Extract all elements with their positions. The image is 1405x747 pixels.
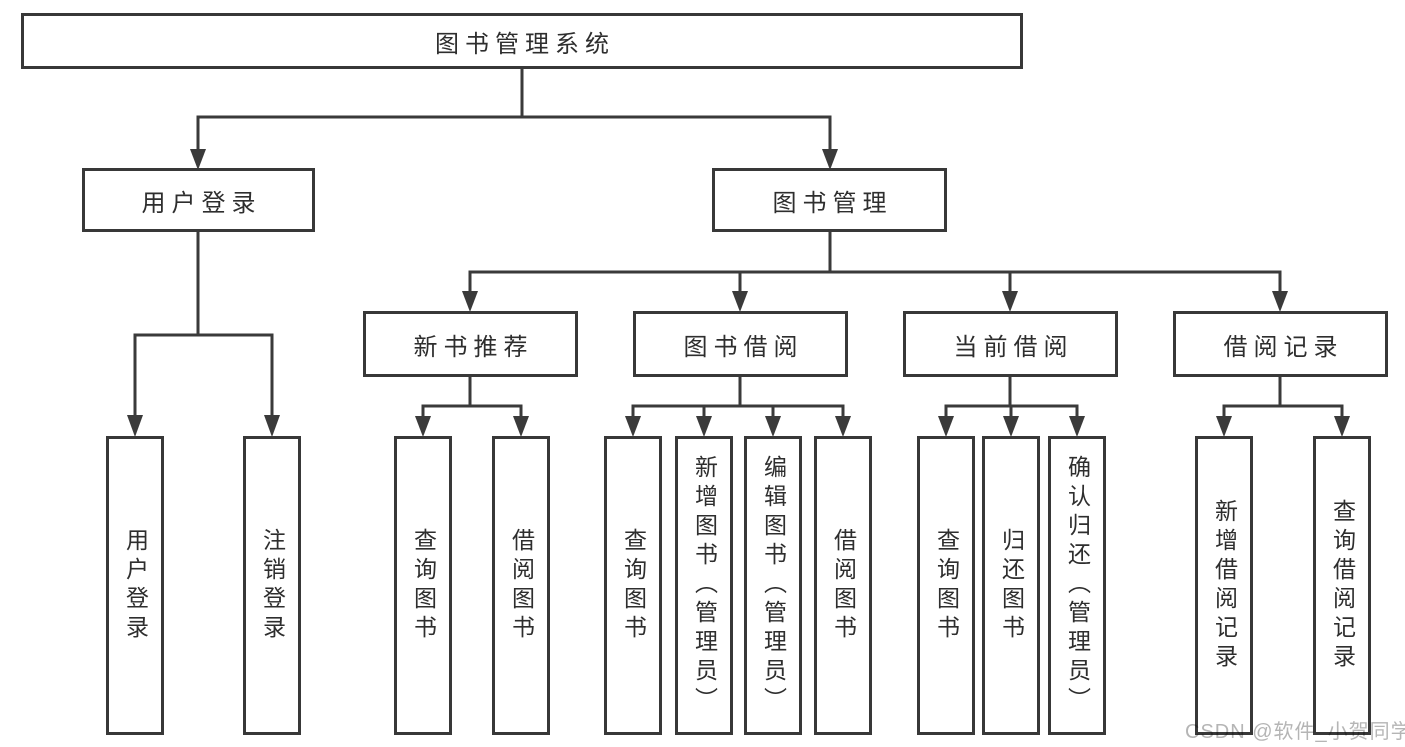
node-borrowing-records: 借阅记录 <box>1173 311 1388 377</box>
leaf-current-return-books-label: 归还图书 <box>998 527 1025 644</box>
connector-userlogin-to-leaves <box>133 230 274 418</box>
node-book-management-label: 图书管理 <box>772 189 893 217</box>
node-borrowing-records-label: 借阅记录 <box>1223 333 1344 361</box>
node-new-book-recommend-label: 新书推荐 <box>413 333 534 361</box>
leaf-logout: 注销登录 <box>243 436 301 735</box>
node-book-borrowing-label: 图书借阅 <box>683 333 804 361</box>
node-root-system: 图书管理系统 <box>21 13 1023 69</box>
connector-borrow-to-leaves <box>631 375 845 419</box>
leaf-records-query-record: 查询借阅记录 <box>1313 436 1371 735</box>
leaf-borrow-add-books-admin-label: 新增图书（管理员） <box>691 455 718 716</box>
csdn-watermark: CSDN @软件_小贺同学 <box>1185 721 1405 743</box>
connector-current-to-leaves <box>944 375 1079 419</box>
leaf-records-add-record-label: 新增借阅记录 <box>1211 498 1238 673</box>
leaf-borrow-borrow-books: 借阅图书 <box>814 436 872 735</box>
connector-bookmgmt-to-level3 <box>468 230 1282 294</box>
node-book-borrowing: 图书借阅 <box>633 311 848 377</box>
leaf-user-login-label: 用户登录 <box>122 527 149 644</box>
node-new-book-recommend: 新书推荐 <box>363 311 578 377</box>
leaf-records-add-record: 新增借阅记录 <box>1195 436 1253 735</box>
arrowhead-down-icons <box>127 149 1350 437</box>
leaf-borrow-borrow-books-label: 借阅图书 <box>830 527 857 644</box>
leaf-borrow-query-books: 查询图书 <box>604 436 662 735</box>
connector-newbook-to-leaves <box>421 375 523 419</box>
node-user-login: 用户登录 <box>82 168 315 232</box>
leaf-current-confirm-return-admin-label: 确认归还（管理员） <box>1064 455 1091 716</box>
node-current-borrowing-label: 当前借阅 <box>953 333 1074 361</box>
leaf-current-confirm-return-admin: 确认归还（管理员） <box>1048 436 1106 735</box>
leaf-logout-label: 注销登录 <box>259 527 286 644</box>
leaf-borrow-edit-books-admin-label: 编辑图书（管理员） <box>760 455 787 716</box>
node-root-label: 图书管理系统 <box>435 30 615 58</box>
node-user-login-label: 用户登录 <box>141 189 262 217</box>
leaf-current-return-books: 归还图书 <box>982 436 1040 735</box>
node-book-management: 图书管理 <box>712 168 947 232</box>
node-current-borrowing: 当前借阅 <box>903 311 1118 377</box>
connector-records-to-leaves <box>1222 375 1344 419</box>
leaf-current-query-books-label: 查询图书 <box>933 527 960 644</box>
leaf-newbook-query-books: 查询图书 <box>394 436 452 735</box>
leaf-user-login: 用户登录 <box>106 436 164 735</box>
leaf-newbook-borrow-books: 借阅图书 <box>492 436 550 735</box>
leaf-borrow-edit-books-admin: 编辑图书（管理员） <box>744 436 802 735</box>
leaf-newbook-query-books-label: 查询图书 <box>410 527 437 644</box>
connector-root-to-level2 <box>196 67 832 152</box>
leaf-records-query-record-label: 查询借阅记录 <box>1329 498 1356 673</box>
leaf-borrow-add-books-admin: 新增图书（管理员） <box>675 436 733 735</box>
leaf-current-query-books: 查询图书 <box>917 436 975 735</box>
leaf-borrow-query-books-label: 查询图书 <box>620 527 647 644</box>
leaf-newbook-borrow-books-label: 借阅图书 <box>508 527 535 644</box>
